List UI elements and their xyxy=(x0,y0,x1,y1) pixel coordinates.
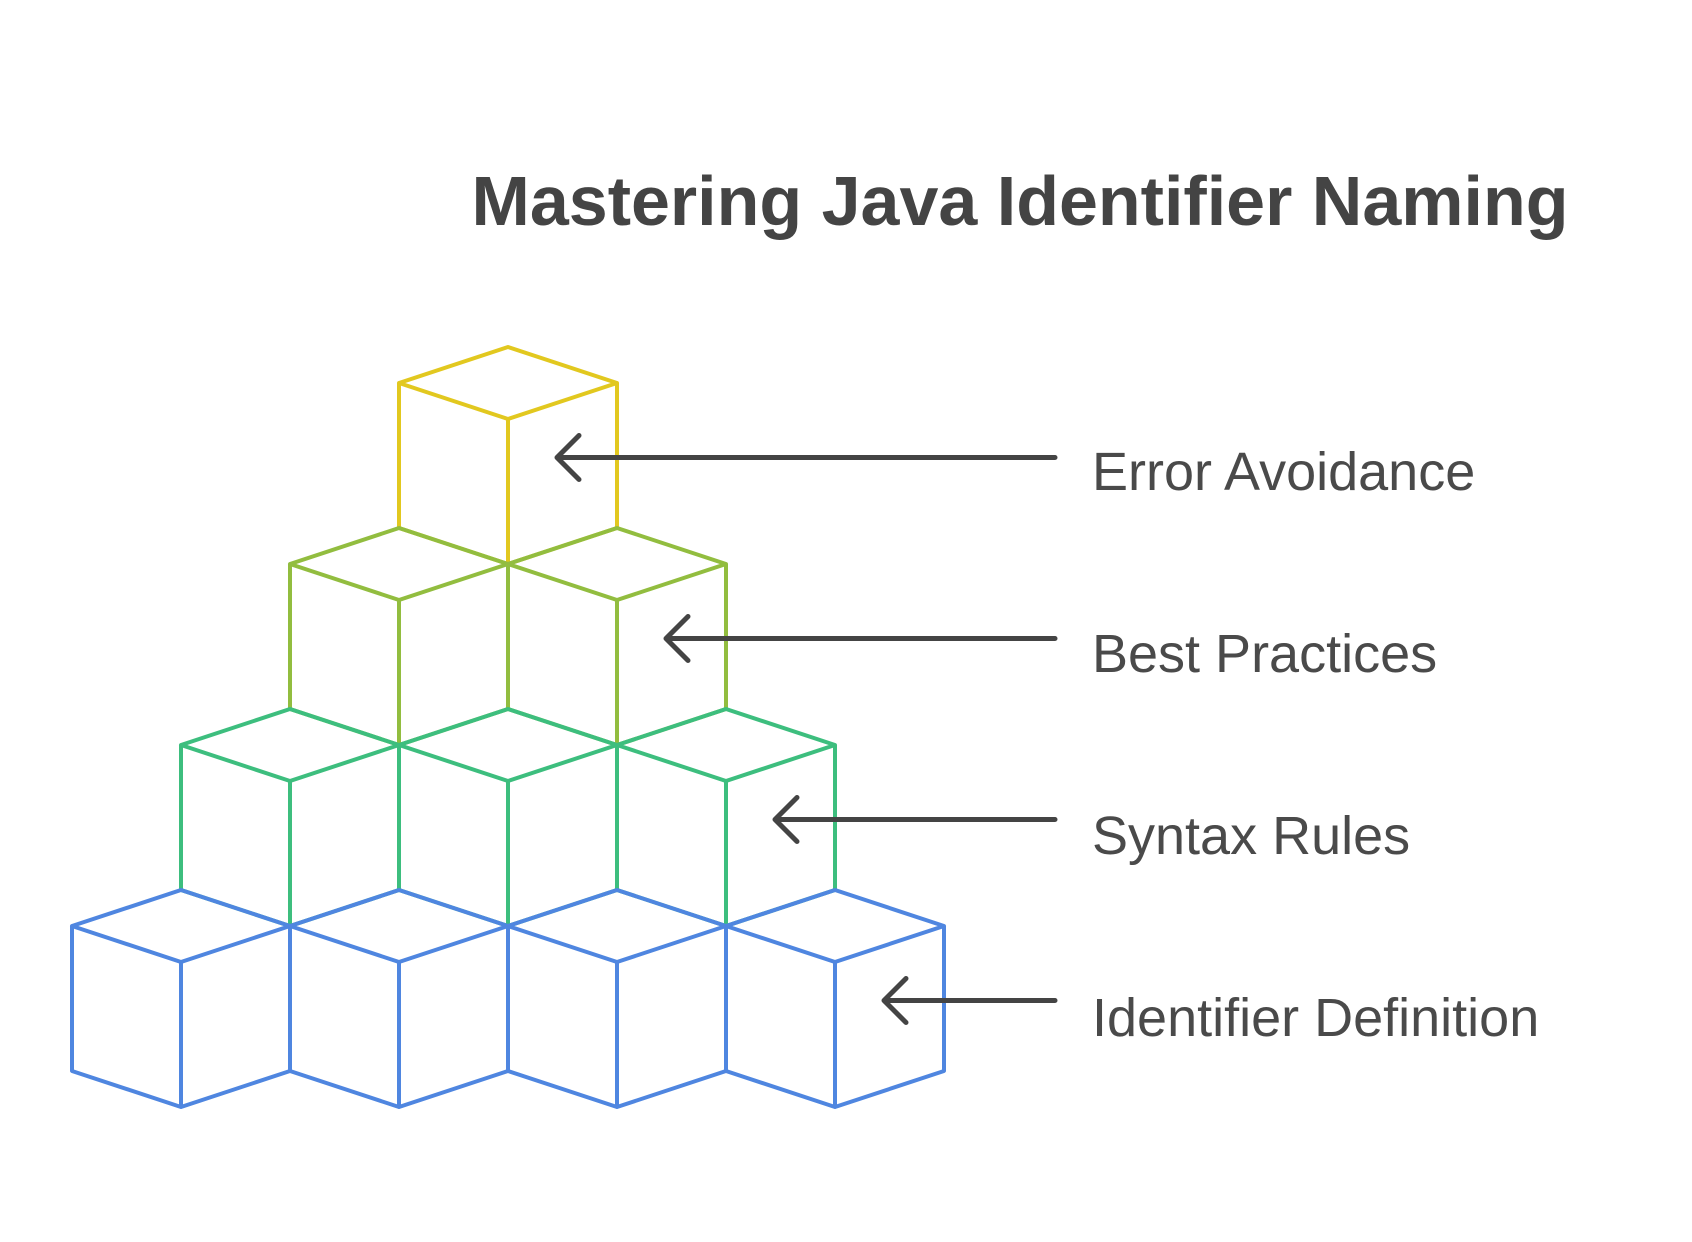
cube-identifier-definition-3 xyxy=(506,888,728,1109)
cube-pyramid xyxy=(70,345,946,1109)
cube-best-practices-1 xyxy=(288,526,510,747)
cube-identifier-definition-2 xyxy=(288,888,510,1109)
arrow-error-avoidance xyxy=(554,433,1058,482)
cube-identifier-definition-4 xyxy=(724,888,946,1109)
level-arrows xyxy=(554,433,1058,1025)
cube-syntax-rules-1 xyxy=(179,707,401,928)
arrow-best-practices xyxy=(663,614,1058,663)
diagram-title: Mastering Java Identifier Naming xyxy=(472,162,1569,240)
cube-syntax-rules-2 xyxy=(397,707,619,928)
level-label-identifier-definition: Identifier Definition xyxy=(1092,988,1539,1048)
level-label-error-avoidance: Error Avoidance xyxy=(1092,442,1475,502)
cube-identifier-definition-1 xyxy=(70,888,292,1109)
level-label-syntax-rules: Syntax Rules xyxy=(1092,806,1410,866)
arrow-identifier-definition xyxy=(881,976,1058,1025)
level-label-best-practices: Best Practices xyxy=(1092,624,1437,684)
arrow-syntax-rules xyxy=(772,795,1058,844)
